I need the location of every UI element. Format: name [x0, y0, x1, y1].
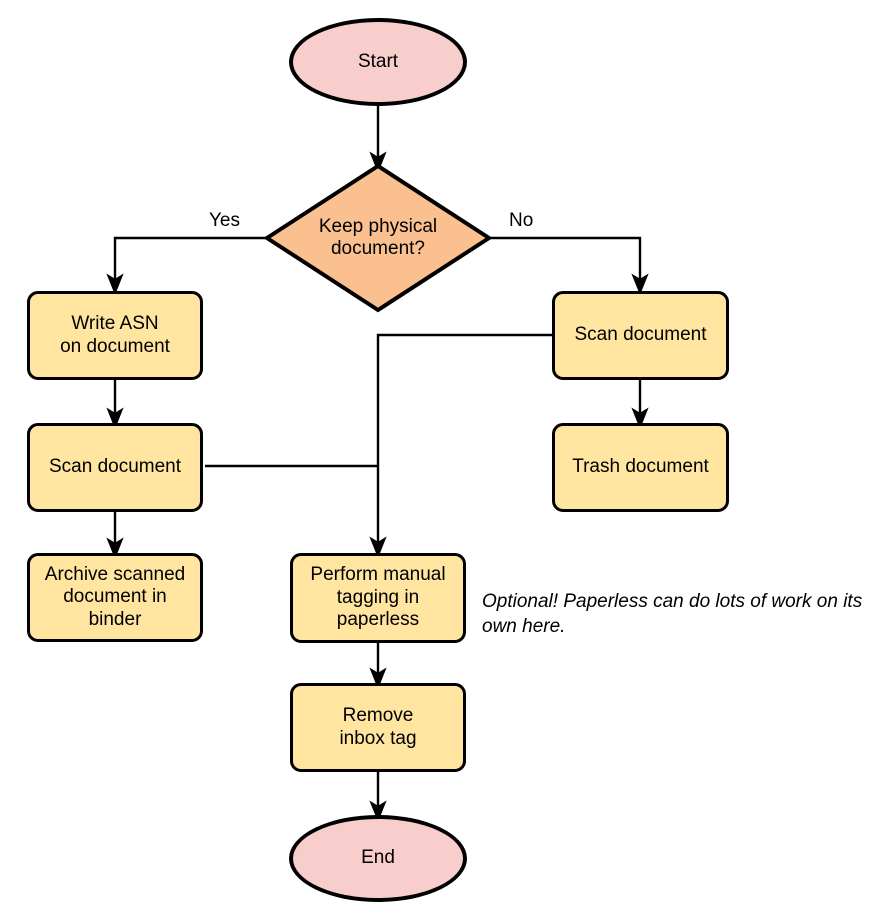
node-archive-label: Archive scanned document in binder: [44, 563, 186, 630]
node-decision-label: Keep physical document?: [318, 215, 438, 259]
edge-label-yes: Yes: [209, 210, 240, 231]
node-scan-document-left-label: Scan document: [48, 456, 182, 478]
annotation-optional-note: Optional! Paperless can do lots of work …: [482, 591, 863, 637]
node-decision-keep-physical-document[interactable]: Keep physical document?: [267, 166, 489, 310]
node-end[interactable]: End: [289, 815, 467, 902]
node-write-asn-label: Write ASN on document: [60, 313, 170, 357]
edge-scan-right-to-tagging: [369, 333, 552, 559]
node-end-label: End: [361, 847, 395, 869]
edge-decision-yes-to-write-asn: [106, 236, 267, 296]
node-archive-scanned-document-in-binder[interactable]: Archive scanned document in binder: [27, 553, 203, 642]
edge-label-no: No: [509, 210, 534, 231]
node-scan-document-right[interactable]: Scan document: [552, 291, 729, 380]
node-tagging-label: Perform manual tagging in paperless: [310, 564, 446, 631]
node-start[interactable]: Start: [289, 18, 467, 106]
decision-diamond-shape: [263, 163, 493, 313]
node-write-asn-on-document[interactable]: Write ASN on document: [27, 291, 203, 380]
node-perform-manual-tagging-in-paperless[interactable]: Perform manual tagging in paperless: [290, 553, 466, 643]
node-start-label: Start: [357, 50, 399, 72]
node-remove-inbox-label: Remove inbox tag: [339, 705, 417, 749]
node-trash-document-label: Trash document: [572, 456, 709, 478]
edge-decision-no-to-scan-right: [489, 236, 649, 296]
node-scan-document-right-label: Scan document: [574, 324, 707, 346]
node-remove-inbox-tag[interactable]: Remove inbox tag: [290, 683, 466, 772]
node-scan-document-left[interactable]: Scan document: [27, 423, 203, 512]
node-trash-document[interactable]: Trash document: [552, 423, 729, 512]
